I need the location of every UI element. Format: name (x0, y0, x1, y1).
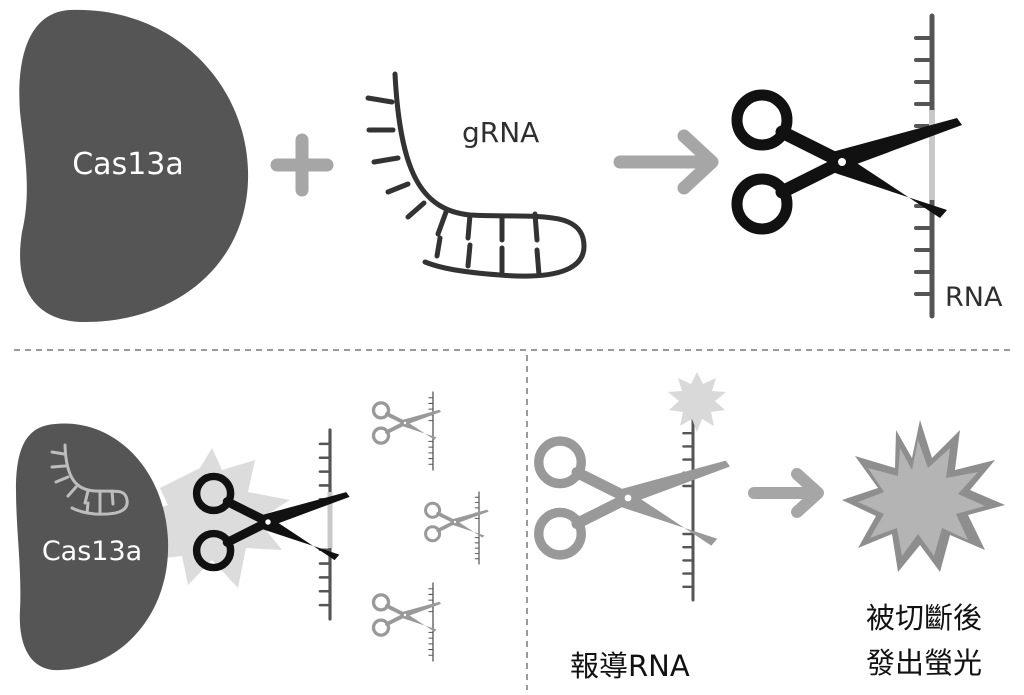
collateral-rna-1 (428, 391, 434, 471)
activation-burst (135, 448, 290, 588)
arrow-right-icon-bottom (748, 468, 824, 518)
grna-hairpin (365, 71, 587, 279)
scissors-icon-active-top (737, 95, 962, 229)
cas13a-protein-bottom (16, 423, 169, 671)
cas13a-label-top: Cas13a (72, 147, 184, 182)
cas13a-protein-top (19, 9, 249, 322)
grna-label: gRNA (462, 116, 539, 149)
quenched-fluor-burst (668, 372, 726, 432)
fluorescence-burst-highlight (858, 440, 985, 556)
collateral-rna-2 (474, 491, 480, 565)
plus-icon (270, 133, 334, 197)
target-rna-label: RNA (945, 282, 1003, 313)
grna-small-inside (50, 443, 129, 516)
result-label-line2: 發出螢光 (866, 646, 982, 680)
reporter-rna-strand (681, 418, 695, 602)
scissors-icon-reporter (539, 441, 730, 555)
reporter-rna-label: 報導RNA (570, 649, 690, 683)
arrow-right-icon-top (613, 129, 719, 195)
cas13a-label-bottom: Cas13a (42, 536, 142, 567)
collateral-rna-3 (428, 582, 434, 662)
scissors-icon-collateral-3 (371, 592, 443, 638)
result-label-line1: 被切斷後 (866, 601, 982, 635)
